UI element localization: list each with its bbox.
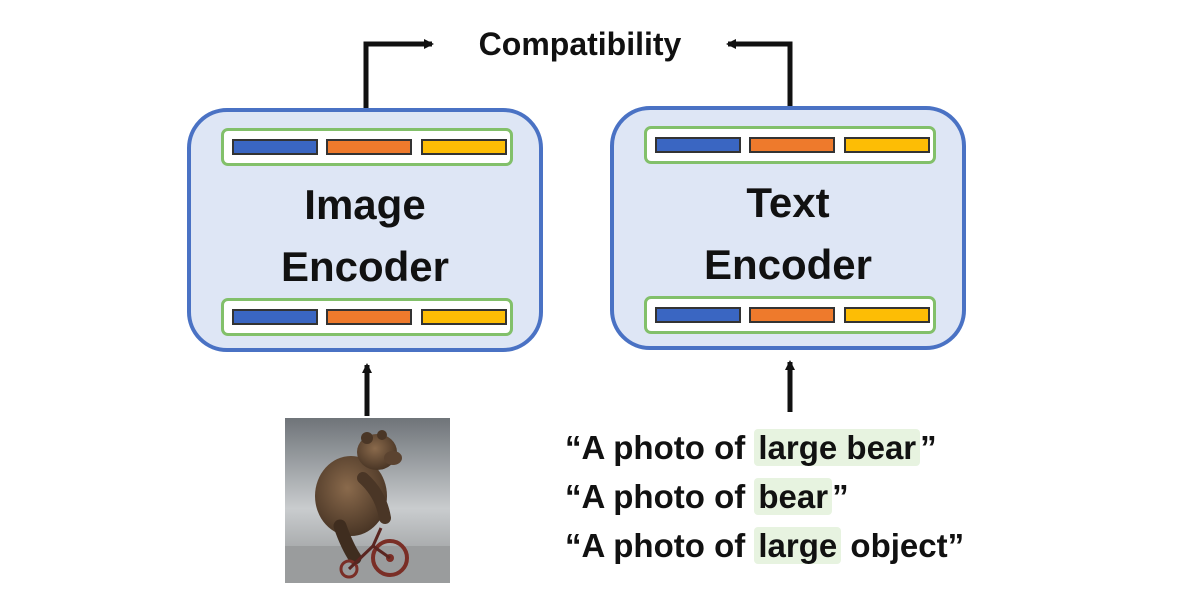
prompt-highlight: large bear (754, 429, 921, 466)
image-encoder-label-line1: Image (304, 181, 426, 228)
token-orange (749, 137, 835, 153)
token-yellow (844, 137, 930, 153)
text-encoder-input-tokens (644, 296, 936, 334)
prompt-suffix: ” (832, 478, 849, 515)
text-prompt: “A photo of large object” (565, 521, 1125, 570)
compatibility-label: Compatibility (478, 26, 682, 62)
text-prompt: “A photo of large bear” (565, 423, 1125, 472)
text-prompts-list: “A photo of large bear” “A photo of bear… (565, 423, 1125, 570)
token-orange (326, 309, 412, 325)
token-blue (655, 307, 741, 323)
image-encoder-output-tokens (221, 128, 513, 166)
token-blue (655, 137, 741, 153)
prompt-suffix: object” (841, 527, 965, 564)
token-yellow (844, 307, 930, 323)
token-blue (232, 139, 318, 155)
text-to-compatibility-arrow (726, 39, 793, 106)
text-encoder-box: Text Encoder (610, 106, 966, 350)
text-encoder-output-tokens (644, 126, 936, 164)
image-to-compatibility-arrow (363, 39, 434, 108)
prompt-suffix: ” (920, 429, 937, 466)
token-blue (232, 309, 318, 325)
image-encoder-input-tokens (221, 298, 513, 336)
bear-photo (285, 418, 450, 583)
prompt-prefix: “A photo of (565, 478, 755, 515)
bear-on-tricycle-image (285, 418, 450, 583)
token-yellow (421, 139, 507, 155)
text-encoder-label: Text Encoder (614, 172, 962, 296)
token-orange (326, 139, 412, 155)
prompt-prefix: “A photo of (565, 527, 755, 564)
text-prompt: “A photo of bear” (565, 472, 1125, 521)
image-encoder-label-line2: Encoder (280, 243, 450, 290)
prompt-highlight: large (754, 527, 842, 564)
text-encoder-label-line2: Encoder (703, 241, 873, 288)
prompt-highlight: bear (754, 478, 833, 515)
image-encoder-label: Image Encoder (191, 174, 539, 298)
prompt-prefix: “A photo of (565, 429, 755, 466)
token-yellow (421, 309, 507, 325)
text-encoder-label-line1: Text (746, 179, 830, 226)
token-orange (749, 307, 835, 323)
image-encoder-box: Image Encoder (187, 108, 543, 352)
